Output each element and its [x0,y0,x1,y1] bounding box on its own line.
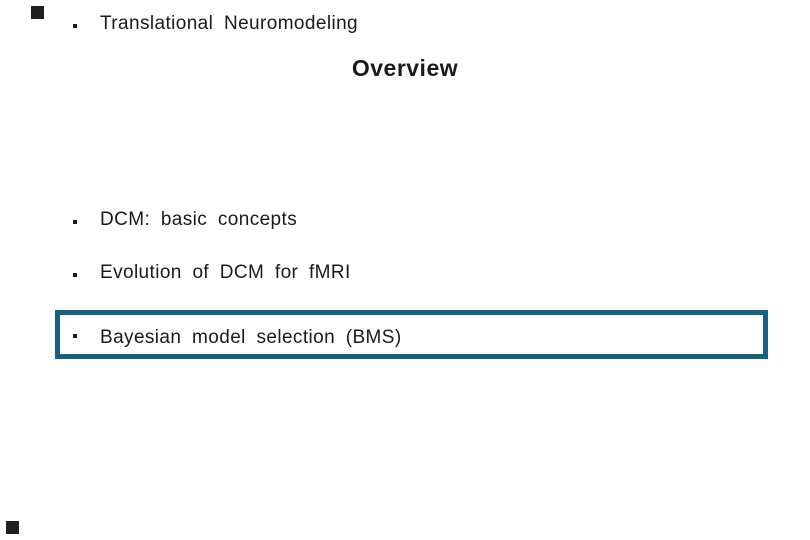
bullet-row: Translational Neuromodeling [55,0,768,49]
bullet-label: Evolution of DCM for fMRI [100,262,351,283]
corner-mark-bottom-left [6,521,19,534]
bullet-row: DCM: basic concepts [55,196,768,245]
bullet-label: DCM: basic concepts [100,209,298,230]
bullet-label: Bayesian model selection (BMS) [100,327,402,348]
bullet-row: Evolution of DCM for fMRI [55,249,768,298]
bullet-row-highlighted: Bayesian model selection (BMS) [55,310,768,359]
bullet-label: Translational Neuromodeling [100,13,359,34]
page-title: Overview [351,55,459,81]
bullet-icon [73,220,77,224]
bullet-icon [73,24,77,28]
bullet-icon [73,273,77,277]
bullet-icon [73,334,77,338]
corner-mark-top-left [31,6,44,19]
